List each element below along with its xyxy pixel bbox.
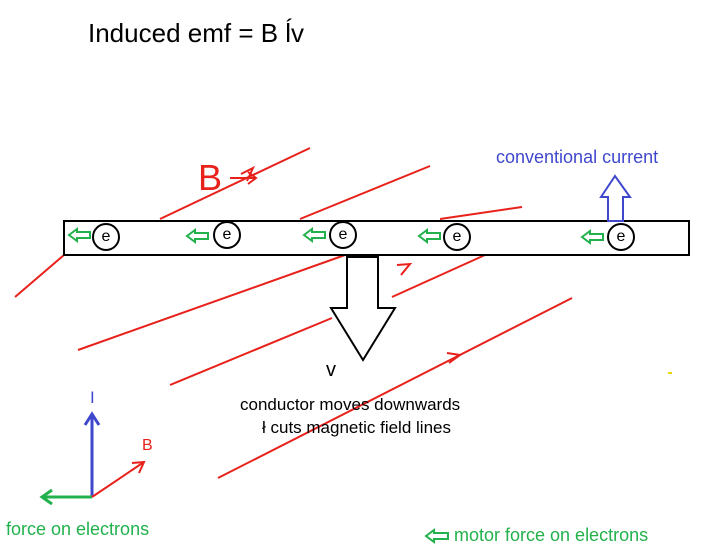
electron-label: e bbox=[452, 228, 462, 245]
electron-circle bbox=[213, 221, 241, 249]
field-line bbox=[14, 254, 65, 298]
motor-force-legend-label: motor force on electrons bbox=[454, 525, 649, 545]
electron-force-arrow bbox=[302, 227, 326, 243]
electron-circle bbox=[92, 223, 120, 251]
field-axis bbox=[91, 461, 145, 498]
field-line bbox=[159, 147, 311, 220]
electron-label: e bbox=[101, 228, 111, 245]
current-axis-arrowhead bbox=[83, 411, 101, 426]
motor-force-legend-arrow bbox=[424, 528, 449, 544]
electron-circle bbox=[607, 223, 635, 251]
current-axis-label: I bbox=[90, 388, 95, 407]
conventional-current-arrow bbox=[599, 174, 632, 222]
magnetic-field-label: B bbox=[198, 157, 223, 198]
electron-force-arrow bbox=[185, 228, 209, 244]
conventional-current-label: conventional current bbox=[496, 147, 659, 167]
field-axis-label: B bbox=[142, 437, 153, 454]
velocity-arrow bbox=[329, 256, 397, 362]
electron-circle bbox=[443, 223, 471, 251]
field-line bbox=[77, 254, 346, 351]
conductor-caption-line2: ł cuts magnetic field lines bbox=[262, 418, 451, 437]
field-line bbox=[439, 206, 523, 220]
conductor-caption-line1: conductor moves downwards bbox=[240, 395, 461, 414]
field-arrowhead bbox=[396, 262, 413, 276]
formula-title: Induced emf = B ĺv bbox=[88, 18, 305, 48]
velocity-label: v bbox=[326, 359, 336, 381]
field-b-arrowhead bbox=[247, 171, 258, 185]
force-axis-label: force on electrons bbox=[6, 519, 150, 539]
field-axis-arrowhead bbox=[131, 460, 146, 474]
electron-force-arrow bbox=[417, 228, 441, 244]
electron-circle bbox=[329, 221, 357, 249]
field-arrowhead bbox=[240, 165, 256, 182]
field-line bbox=[299, 165, 431, 220]
force-axis-arrowhead bbox=[39, 488, 53, 506]
field-line bbox=[391, 254, 486, 298]
electron-label: e bbox=[222, 226, 232, 243]
electron-force-arrow bbox=[67, 227, 91, 243]
field-arrowhead bbox=[446, 352, 463, 364]
electron-label: e bbox=[338, 226, 348, 243]
field-line bbox=[217, 297, 573, 479]
electron-force-arrow bbox=[580, 229, 604, 245]
field-line bbox=[169, 317, 333, 386]
electron-label: e bbox=[616, 228, 626, 245]
stray-dot bbox=[668, 372, 672, 374]
